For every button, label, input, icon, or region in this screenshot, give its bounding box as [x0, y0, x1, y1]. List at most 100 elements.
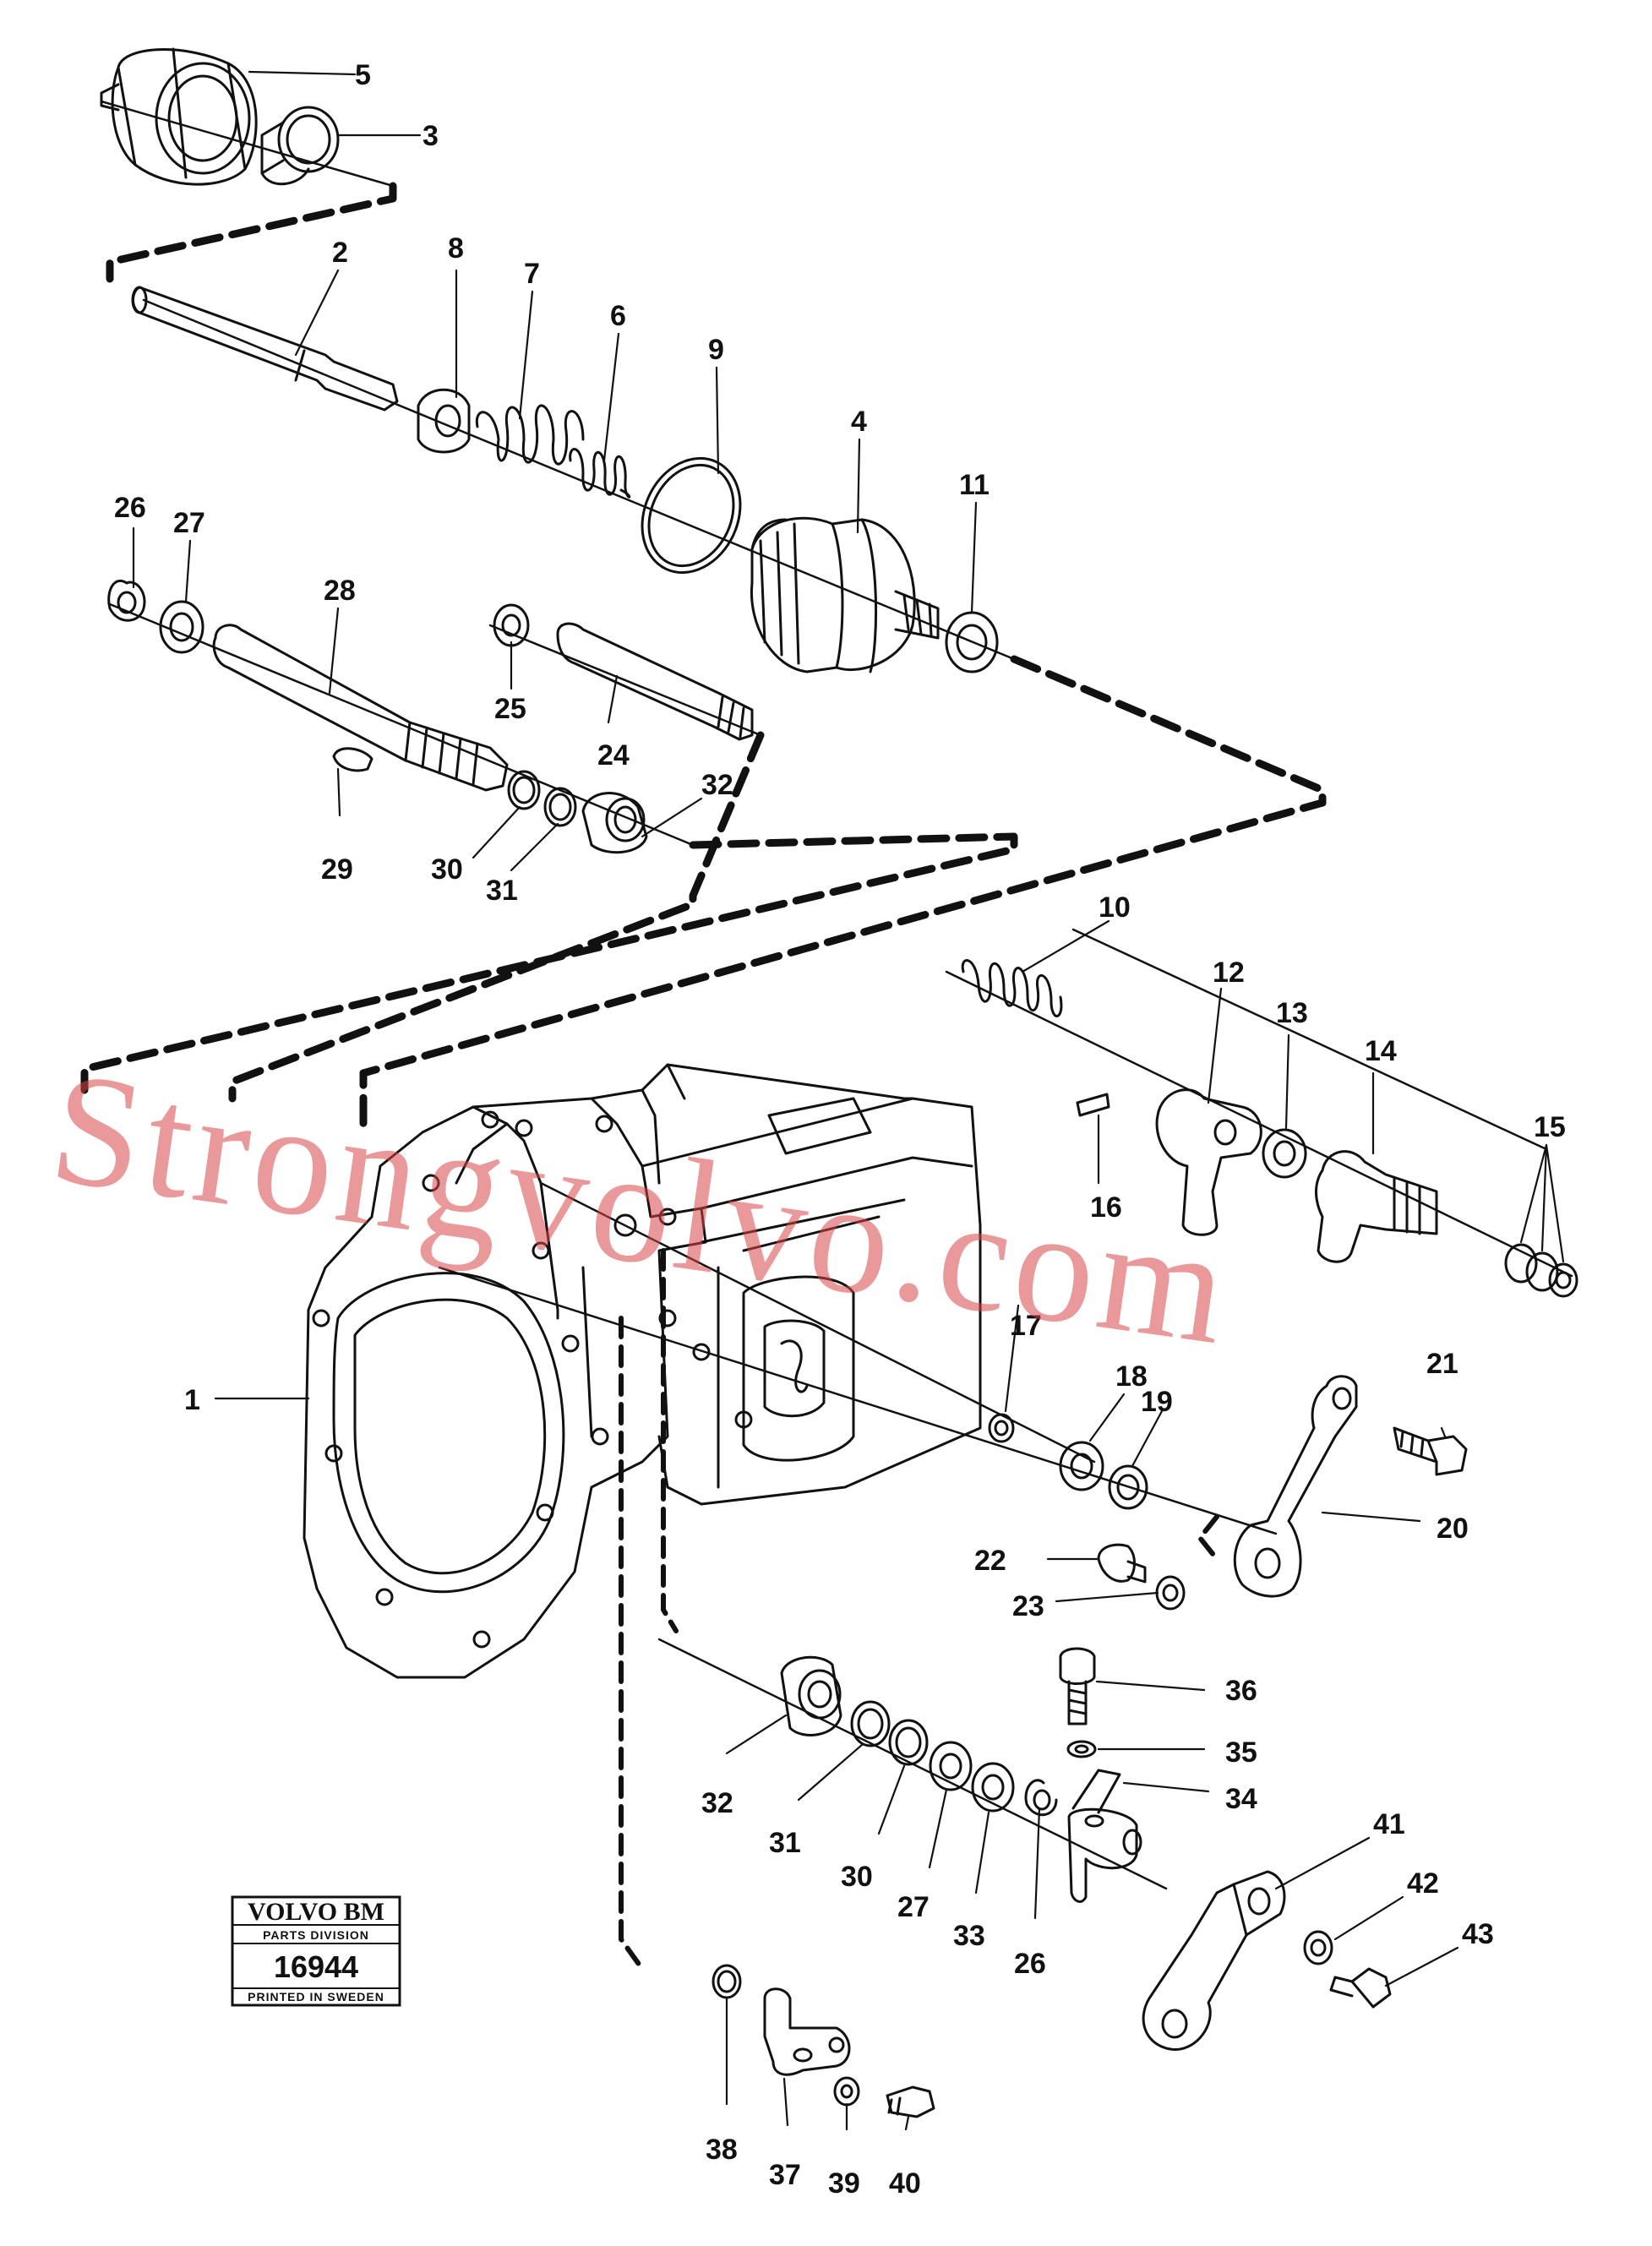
part-8-spring-seat — [417, 388, 471, 454]
stamp-division: PARTS DIVISION — [263, 1928, 369, 1942]
callout-25: 25 — [494, 693, 526, 725]
callout-28: 28 — [324, 575, 356, 607]
part-2-shaft — [131, 286, 399, 412]
part-35-washer — [1066, 1740, 1097, 1758]
part-21-bolt — [1393, 1426, 1468, 1476]
part-30-ring-lower — [888, 1719, 929, 1766]
callout-41: 41 — [1373, 1808, 1405, 1840]
callout-23: 23 — [1012, 1590, 1044, 1622]
part-27-washer-lower — [929, 1741, 973, 1791]
part-32-bushing-lower — [780, 1655, 842, 1736]
part-1-pump-housing — [303, 1063, 982, 1679]
callout-4: 4 — [851, 406, 867, 438]
part-37-flanged-stud — [763, 1987, 851, 2076]
callout-35: 35 — [1225, 1736, 1257, 1769]
callout-29: 29 — [321, 853, 353, 886]
dashed-connectors — [80, 182, 1327, 1128]
part-10-spring — [961, 959, 1063, 1017]
part-18-washer — [1059, 1441, 1104, 1491]
part-43-screw — [1329, 1967, 1392, 2009]
axis-lines — [100, 100, 1573, 1890]
part-19-ring — [1108, 1464, 1148, 1510]
callout-1: 1 — [184, 1384, 200, 1416]
part-12-lever — [1155, 1088, 1262, 1236]
callout-10: 10 — [1099, 891, 1131, 924]
callout-38: 38 — [706, 2134, 738, 2166]
part-15-washer-set — [1504, 1243, 1578, 1298]
stamp-footer: PRINTED IN SWEDEN — [248, 1990, 384, 2003]
callout-24: 24 — [597, 739, 630, 771]
callout-5: 5 — [355, 59, 371, 91]
callout-2: 2 — [332, 237, 348, 269]
part-40-screw — [886, 2085, 935, 2118]
part-22-bolt — [1097, 1543, 1147, 1584]
part-13-washer — [1262, 1128, 1307, 1179]
callout-11: 11 — [959, 469, 990, 501]
part-26-circlip-lower — [1024, 1779, 1058, 1817]
callout-26a: 26 — [114, 492, 146, 524]
callout-37: 37 — [769, 2159, 801, 2191]
callout-3: 3 — [423, 120, 439, 152]
part-3-sleeve — [260, 106, 340, 186]
callout-34: 34 — [1225, 1783, 1257, 1815]
part-25-washer — [493, 603, 530, 647]
part-28-shaft — [212, 624, 509, 792]
callout-32a: 32 — [701, 769, 733, 801]
callout-26b: 26 — [1014, 1948, 1046, 1980]
callout-21: 21 — [1426, 1348, 1458, 1380]
part-31-ring — [543, 787, 577, 827]
callout-27a: 27 — [173, 507, 205, 539]
callout-22: 22 — [974, 1545, 1006, 1577]
part-23-washer — [1155, 1575, 1186, 1611]
callout-31b: 31 — [769, 1827, 801, 1859]
callout-30b: 30 — [841, 1861, 873, 1893]
callout-12: 12 — [1213, 957, 1245, 989]
callout-8: 8 — [448, 232, 464, 264]
part-20-lever-arm — [1233, 1375, 1358, 1598]
part-5-cap-nut — [100, 47, 258, 186]
part-17-washer — [988, 1413, 1015, 1443]
part-24-shaft — [556, 622, 754, 741]
part-29-key — [332, 747, 373, 772]
part-39-washer — [833, 2076, 860, 2107]
part-14-lever-shaft — [1315, 1150, 1438, 1263]
part-4-hex-plug — [750, 516, 940, 673]
part-30-ring — [507, 770, 541, 810]
callout-36: 36 — [1225, 1675, 1257, 1707]
callout-19: 19 — [1141, 1386, 1173, 1418]
part-31-ring-lower — [850, 1700, 891, 1747]
callout-40: 40 — [889, 2167, 921, 2200]
part-6-small-spring — [569, 448, 631, 499]
part-38-o-ring — [712, 1964, 742, 1999]
part-42-washer — [1303, 1930, 1333, 1965]
callout-39: 39 — [828, 2167, 860, 2200]
part-41-lever-arm — [1142, 1870, 1286, 2051]
part-16-pin — [1076, 1093, 1110, 1117]
callout-32b: 32 — [701, 1787, 733, 1819]
part-26-circlip — [107, 580, 146, 622]
callout-17: 17 — [1010, 1310, 1042, 1342]
part-7-spring — [475, 404, 585, 466]
stamp-number: 16944 — [274, 1949, 358, 1984]
part-33-washer — [971, 1762, 1015, 1813]
part-32-bushing — [581, 792, 648, 854]
callout-30a: 30 — [431, 853, 463, 886]
part-27-washer — [159, 600, 204, 654]
callout-6: 6 — [610, 300, 626, 332]
leader-lines — [132, 70, 1565, 2131]
callout-31a: 31 — [486, 875, 518, 907]
callout-42: 42 — [1407, 1867, 1439, 1900]
callout-15: 15 — [1534, 1111, 1566, 1143]
volvo-bm-parts-stamp: VOLVO BM PARTS DIVISION 16944 PRINTED IN… — [231, 1895, 401, 2007]
callout-27b: 27 — [897, 1891, 930, 1923]
part-9-o-ring — [641, 456, 742, 575]
callout-20: 20 — [1437, 1513, 1469, 1545]
callout-labels: 5 3 2 8 7 6 9 4 11 26 27 28 29 30 31 32 … — [114, 59, 1566, 2200]
callout-7: 7 — [524, 258, 540, 290]
callout-9: 9 — [708, 334, 724, 366]
callout-13: 13 — [1276, 997, 1308, 1029]
callout-18: 18 — [1115, 1360, 1148, 1393]
callout-16: 16 — [1090, 1191, 1122, 1224]
callout-14: 14 — [1365, 1035, 1397, 1067]
